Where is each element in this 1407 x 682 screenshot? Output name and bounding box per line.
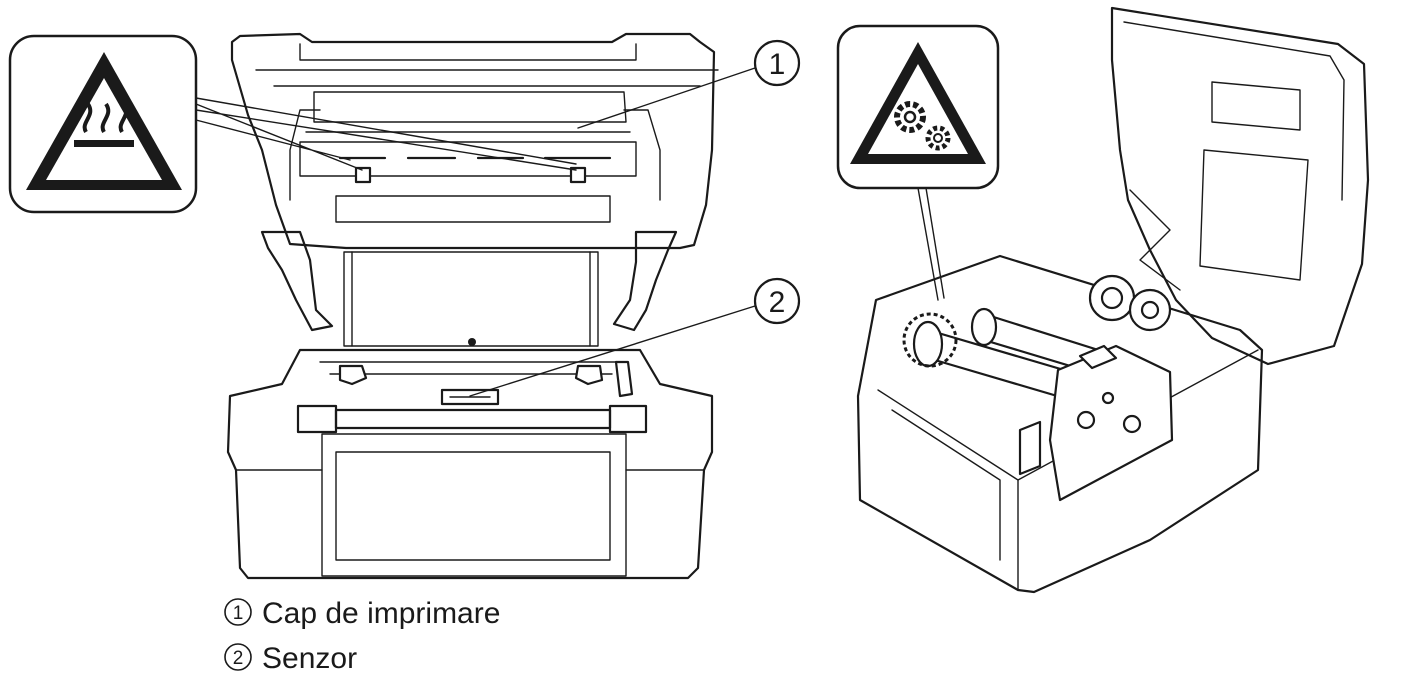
legend-item-1: 1 Cap de imprimare xyxy=(224,597,500,630)
legend: 1 Cap de imprimare 2 Senzor xyxy=(224,597,500,675)
hot-surface-warning-icon xyxy=(8,34,198,214)
printer-isometric-view xyxy=(856,6,1370,594)
callout-2-number: 2 xyxy=(769,286,786,319)
callout-1: 1 xyxy=(577,39,801,129)
legend-item-1-number: 1 xyxy=(233,603,244,624)
legend-item-1-label: Cap de imprimare xyxy=(262,597,500,630)
legend-item-2-number: 2 xyxy=(233,648,244,669)
moving-gears-warning-icon xyxy=(836,24,1000,190)
legend-item-2-label: Senzor xyxy=(262,642,357,675)
legend-item-2: 2 Senzor xyxy=(224,642,357,675)
callout-1-number: 1 xyxy=(769,48,786,81)
printer-front-view xyxy=(226,32,719,580)
callout-2: 2 xyxy=(469,277,801,397)
